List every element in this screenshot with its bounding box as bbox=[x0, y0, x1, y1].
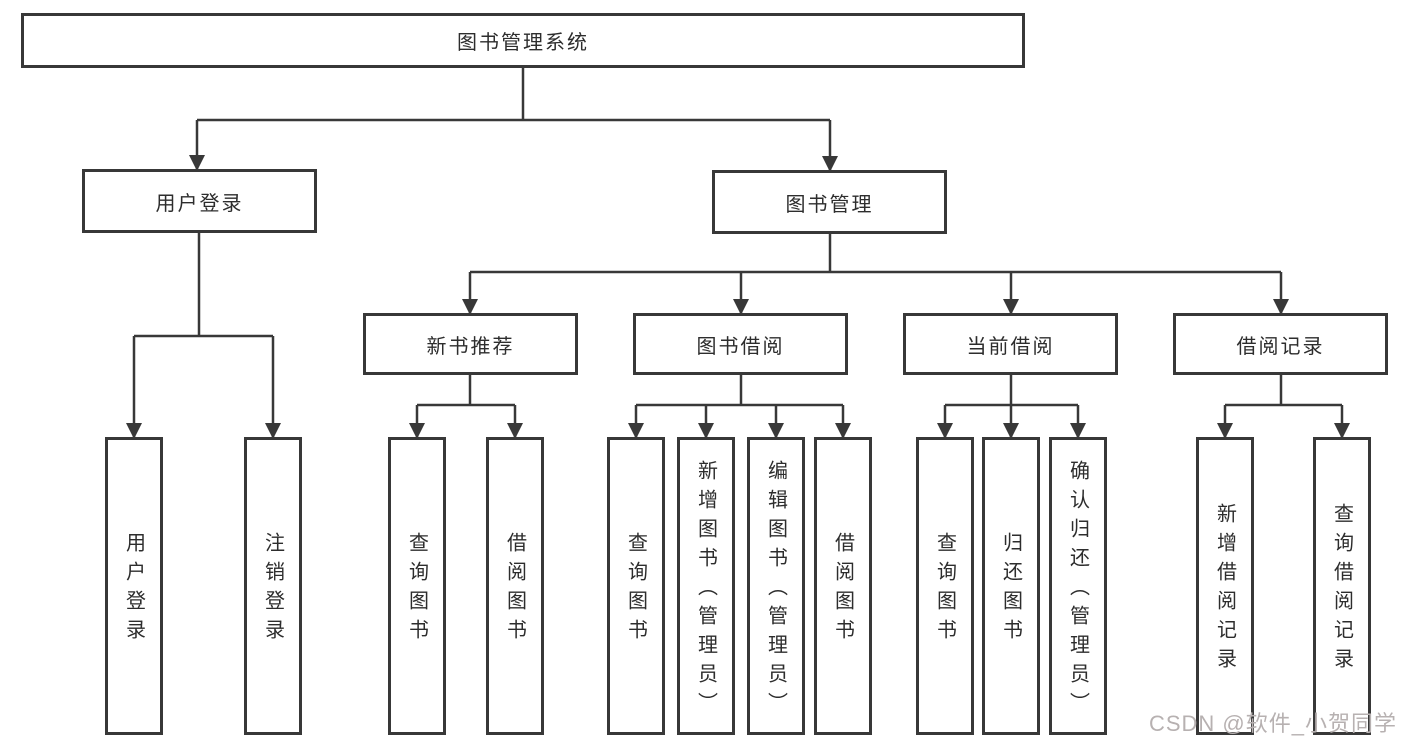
node-leaf-logout: 注销登录 bbox=[244, 437, 302, 735]
node-rec-borrow-book: 借阅图书 bbox=[486, 437, 544, 735]
node-rec-query-book-label: 查询图书 bbox=[405, 532, 428, 648]
node-cb-confirm-return-label: 确认归还（管理员） bbox=[1066, 459, 1089, 721]
node-br-add-record: 新增借阅记录 bbox=[1196, 437, 1254, 735]
node-bb-query-book-label: 查询图书 bbox=[624, 532, 647, 648]
node-rec-query-book: 查询图书 bbox=[388, 437, 446, 735]
node-rec-borrow-book-label: 借阅图书 bbox=[503, 532, 526, 648]
node-cb-return-book: 归还图书 bbox=[982, 437, 1040, 735]
node-book-mgmt-label: 图书管理 bbox=[785, 193, 874, 216]
node-current-borrow: 当前借阅 bbox=[903, 313, 1118, 375]
node-bb-edit-book-label: 编辑图书（管理员） bbox=[764, 459, 787, 721]
node-bb-add-book: 新增图书（管理员） bbox=[677, 437, 735, 735]
watermark: CSDN @软件_小贺同学 bbox=[1148, 711, 1397, 736]
node-new-book-recommend: 新书推荐 bbox=[363, 313, 578, 375]
node-user-login: 用户登录 bbox=[82, 169, 317, 233]
node-leaf-logout-label: 注销登录 bbox=[261, 532, 284, 648]
node-br-add-record-label: 新增借阅记录 bbox=[1213, 503, 1236, 677]
node-root-label: 图书管理系统 bbox=[457, 32, 589, 54]
node-br-query-record: 查询借阅记录 bbox=[1313, 437, 1371, 735]
node-book-mgmt: 图书管理 bbox=[712, 170, 947, 234]
node-leaf-user-login: 用户登录 bbox=[105, 437, 163, 735]
node-bb-add-book-label: 新增图书（管理员） bbox=[694, 459, 717, 721]
node-bb-edit-book: 编辑图书（管理员） bbox=[747, 437, 805, 735]
node-cb-return-book-label: 归还图书 bbox=[999, 532, 1022, 648]
node-book-borrow: 图书借阅 bbox=[633, 313, 848, 375]
node-bb-borrow-book-label: 借阅图书 bbox=[831, 532, 854, 648]
node-borrow-records-label: 借阅记录 bbox=[1236, 335, 1325, 358]
node-cb-confirm-return: 确认归还（管理员） bbox=[1049, 437, 1107, 735]
node-bb-borrow-book: 借阅图书 bbox=[814, 437, 872, 735]
node-current-borrow-label: 当前借阅 bbox=[966, 335, 1055, 358]
node-br-query-record-label: 查询借阅记录 bbox=[1330, 503, 1353, 677]
node-root: 图书管理系统 bbox=[21, 13, 1025, 68]
node-new-book-recommend-label: 新书推荐 bbox=[426, 335, 515, 358]
node-cb-query-book: 查询图书 bbox=[916, 437, 974, 735]
node-bb-query-book: 查询图书 bbox=[607, 437, 665, 735]
node-borrow-records: 借阅记录 bbox=[1173, 313, 1388, 375]
node-book-borrow-label: 图书借阅 bbox=[696, 335, 785, 358]
node-cb-query-book-label: 查询图书 bbox=[933, 532, 956, 648]
node-leaf-user-login-label: 用户登录 bbox=[122, 532, 145, 648]
node-user-login-label: 用户登录 bbox=[155, 192, 244, 215]
